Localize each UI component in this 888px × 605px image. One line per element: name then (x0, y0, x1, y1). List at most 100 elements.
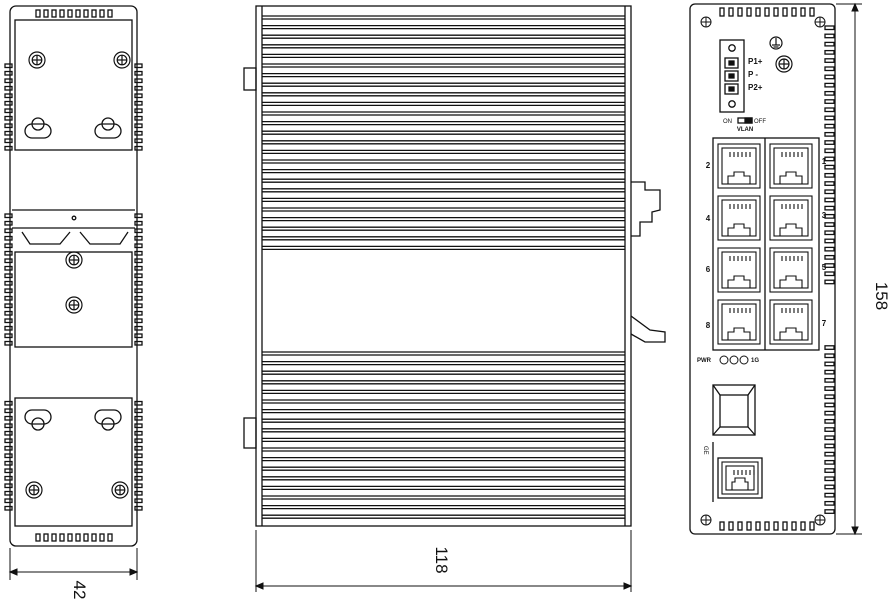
fin (134, 115, 143, 121)
dimension-side-width (8, 548, 139, 580)
fin (824, 164, 835, 170)
keyhole-slot-icon (94, 117, 122, 139)
power-pin-label: P - (748, 70, 758, 79)
vent-tooth (746, 7, 752, 17)
fin (4, 145, 13, 151)
rj45-port-icon (721, 461, 759, 495)
fin (134, 490, 143, 496)
fin (134, 415, 143, 421)
fin (134, 445, 143, 451)
fin (134, 295, 143, 301)
vent-tooth (75, 533, 81, 542)
fin (4, 123, 13, 129)
fin (824, 222, 835, 227)
fin (824, 131, 835, 137)
vent-tooth (91, 533, 97, 542)
keyhole-slot-icon (24, 117, 52, 139)
din-rail-hook (631, 181, 661, 237)
vent-tooth (43, 533, 49, 542)
fin (4, 265, 13, 271)
port-number: 8 (706, 321, 711, 330)
fin (134, 280, 143, 286)
fin (824, 25, 835, 31)
fin (824, 427, 835, 432)
fin (4, 475, 13, 481)
vent-tooth (59, 9, 65, 18)
fin (134, 63, 143, 69)
fin (4, 280, 13, 286)
fin (824, 66, 835, 72)
vent-tooth (782, 521, 788, 531)
fin (4, 438, 13, 444)
vent-tooth (107, 9, 113, 18)
port-number: 4 (706, 214, 711, 223)
fin (134, 243, 143, 249)
fin (824, 451, 835, 457)
fin (134, 340, 143, 346)
vent-tooth (809, 521, 815, 531)
screw-icon (28, 51, 46, 69)
fin (4, 483, 13, 489)
rj45-port-icon (769, 299, 813, 345)
screw-icon (814, 16, 826, 28)
top-vent-teeth (35, 9, 113, 18)
vent-tooth (719, 521, 725, 531)
fin (824, 99, 835, 104)
port-number: 2 (706, 161, 711, 170)
fin (824, 90, 835, 96)
fin (134, 108, 143, 114)
fin (134, 220, 143, 226)
fin (134, 310, 143, 316)
fin (4, 78, 13, 84)
uplink-ge-label: GE (702, 446, 708, 455)
vent-tooth (51, 533, 57, 542)
bottom-mount-bracket (14, 397, 133, 527)
fin (824, 58, 835, 63)
fin (134, 273, 143, 279)
fin (134, 318, 143, 324)
fin (824, 394, 835, 400)
fin (4, 318, 13, 324)
fin (134, 93, 143, 99)
screw-icon (113, 51, 131, 69)
din-rail-clip (14, 251, 133, 348)
ground-icon (769, 36, 783, 50)
vlan-label: VLAN (737, 127, 753, 133)
fin (134, 400, 143, 406)
vent-tooth (83, 533, 89, 542)
rj45-port-icon (769, 195, 813, 241)
bottom-vent-teeth (35, 533, 113, 542)
fin (824, 181, 835, 186)
fin (134, 213, 143, 219)
fin (824, 361, 835, 367)
fin (4, 288, 13, 294)
vent-tooth (728, 521, 734, 531)
sfp-cage-icon[interactable] (712, 384, 756, 436)
panel-top-vent (719, 7, 815, 17)
panel-right-fins (824, 25, 835, 514)
port-panel (689, 3, 836, 535)
fin (134, 408, 143, 414)
din-rail-latch (630, 315, 666, 343)
dimension-front-width-label: 118 (432, 546, 451, 573)
fin (134, 235, 143, 241)
fin (824, 246, 835, 252)
terminal-pin (724, 57, 739, 69)
vent-tooth (719, 7, 725, 17)
vent-tooth (773, 7, 779, 17)
fin (4, 115, 13, 121)
dimension-side-width-label: 42 (70, 581, 89, 600)
port-number: 5 (822, 263, 827, 272)
fin (824, 345, 835, 350)
fin (824, 418, 835, 424)
fin (4, 273, 13, 279)
screw-icon (65, 251, 83, 269)
fin (4, 93, 13, 99)
dimension-panel-height-label: 158 (872, 282, 888, 310)
keyhole-slot-icon (94, 409, 122, 431)
fin (134, 460, 143, 466)
fin (4, 340, 13, 346)
vent-tooth (764, 7, 770, 17)
fin (4, 213, 13, 219)
